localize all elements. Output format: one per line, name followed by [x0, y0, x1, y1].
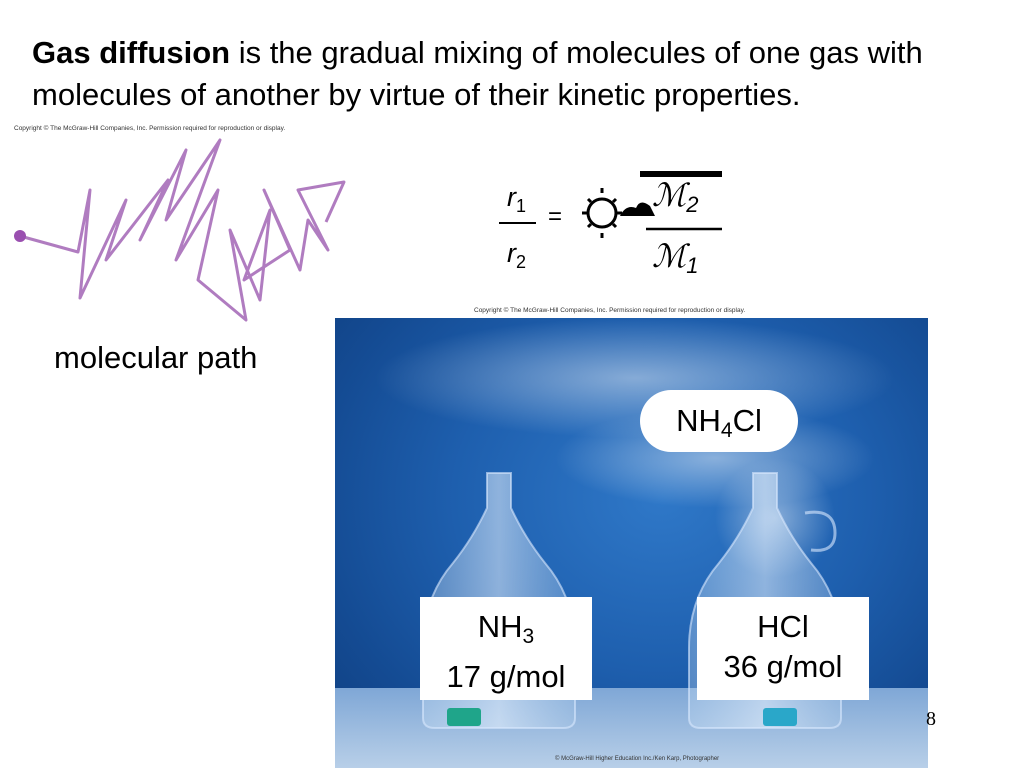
square-root-sign	[582, 171, 722, 238]
sqrt-hook-icon	[620, 202, 655, 216]
photo-credit: © McGraw-Hill Higher Education Inc./Ken …	[555, 756, 720, 762]
nh3-label: NH3 17 g/mol	[420, 597, 592, 700]
fraction-bar-left	[499, 222, 536, 224]
photo-copyright-notice: Copyright © The McGraw-Hill Companies, I…	[474, 307, 746, 314]
nh3-formula: NH3	[477, 609, 535, 648]
slide-number: 8	[926, 708, 936, 730]
hcl-formula: HCl	[757, 609, 809, 644]
heading-bold: Gas diffusion	[32, 35, 231, 70]
hcl-label: HCl 36 g/mol	[697, 597, 869, 700]
sqrt-glyph-icon	[582, 188, 622, 238]
heading: Gas diffusion is the gradual mixing of m…	[32, 32, 992, 116]
molar-mass-2: ℳ2	[652, 176, 699, 217]
molecular-path-caption: molecular path	[54, 340, 258, 375]
rate-r1: r1	[507, 182, 527, 216]
molar-mass-1: ℳ1	[652, 237, 699, 278]
bottle-handle	[804, 510, 837, 552]
molecular-path-line	[19, 138, 346, 322]
rate-r2: r2	[507, 238, 527, 272]
diffusion-photo	[335, 318, 928, 768]
nh4cl-label: NH4Cl	[640, 390, 798, 452]
bottle-cap-left	[447, 708, 481, 726]
nh3-molar-mass: 17 g/mol	[446, 659, 566, 694]
heading-rest: is the gradual mixing of molecules of on…	[32, 35, 923, 112]
photo-illustration	[335, 318, 928, 768]
copyright-notice: Copyright © The McGraw-Hill Companies, I…	[14, 125, 286, 132]
hcl-molar-mass: 36 g/mol	[723, 649, 843, 684]
bottle-cap-right	[763, 708, 797, 726]
equals-sign: =	[548, 203, 563, 230]
molecule-dot	[14, 230, 26, 242]
molecular-path-diagram	[14, 138, 346, 322]
